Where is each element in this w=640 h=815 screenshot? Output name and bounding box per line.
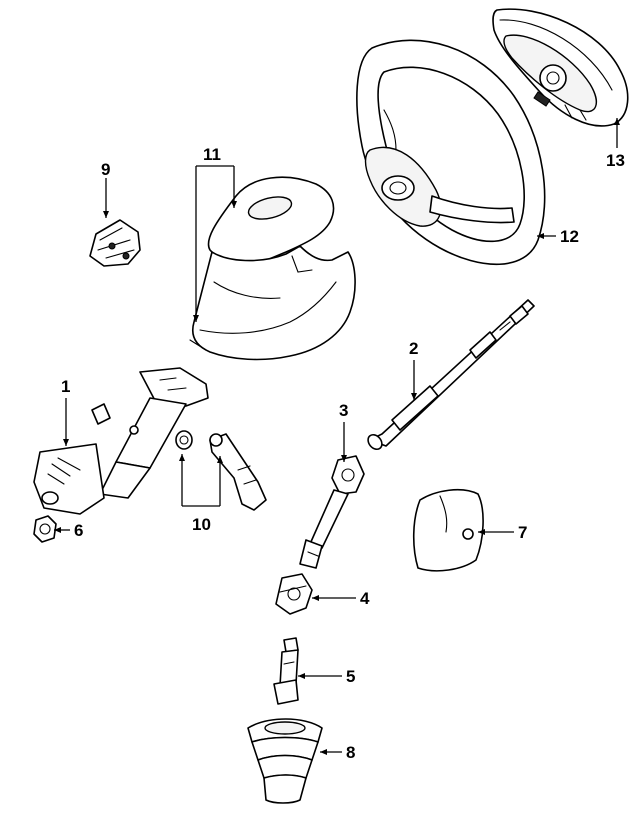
callout-11: 11 <box>203 145 221 164</box>
callout-3: 3 <box>339 401 348 420</box>
leader-lines <box>54 118 620 755</box>
steering-wheel <box>356 39 546 266</box>
callout-1: 1 <box>61 377 70 396</box>
callout-4: 4 <box>360 589 370 608</box>
airbag-module <box>492 8 629 127</box>
universal-joint-shaft <box>299 455 365 569</box>
column-covers <box>189 176 356 361</box>
callout-9: 9 <box>101 160 110 179</box>
callout-10: 10 <box>192 515 211 534</box>
dust-boot <box>247 718 323 804</box>
callout-8: 8 <box>346 743 355 762</box>
callout-13: 13 <box>606 151 625 170</box>
callout-7: 7 <box>518 523 527 542</box>
steering-shaft <box>367 299 535 451</box>
lower-shaft <box>273 637 299 705</box>
callout-12: 12 <box>560 227 579 246</box>
callout-2: 2 <box>409 339 418 358</box>
combination-switch <box>89 219 141 267</box>
callout-6: 6 <box>74 521 83 540</box>
nut <box>33 515 57 543</box>
column-cover <box>412 488 484 572</box>
universal-joint <box>275 573 313 615</box>
callout-5: 5 <box>346 667 355 686</box>
steering-column <box>33 367 209 515</box>
key-cylinder-parts <box>175 430 267 511</box>
